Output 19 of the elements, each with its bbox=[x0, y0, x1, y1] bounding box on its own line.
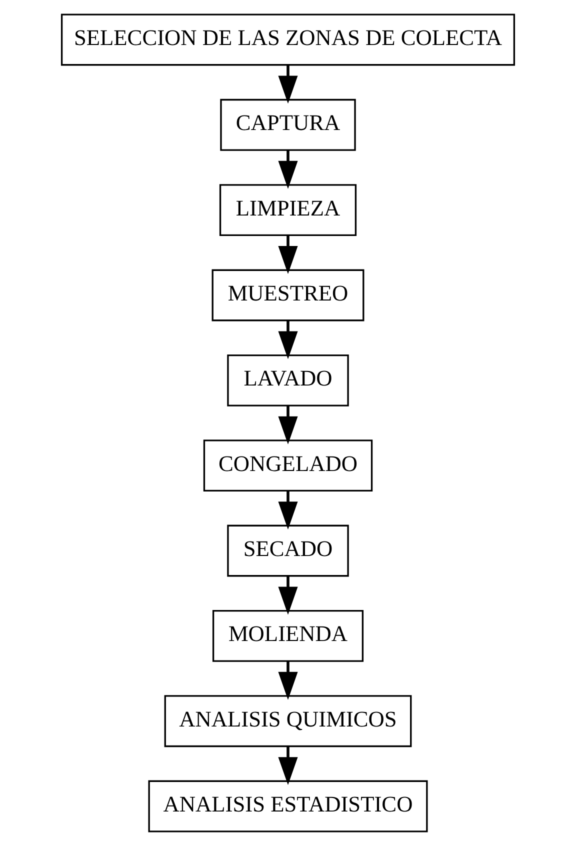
arrow bbox=[278, 150, 298, 188]
node-box: MUESTREO bbox=[212, 268, 364, 321]
node-box: ANALISIS QUIMICOS bbox=[164, 694, 412, 747]
node-box: ANALISIS ESTADISTICO bbox=[148, 780, 428, 832]
node-box: LAVADO bbox=[227, 354, 349, 406]
arrow bbox=[278, 320, 298, 359]
node-box: MOLIENDA bbox=[212, 609, 364, 662]
arrow bbox=[278, 405, 298, 444]
node-box: CONGELADO bbox=[203, 439, 373, 492]
node-box: SELECCION DE LAS ZONAS DE COLECTA bbox=[60, 13, 516, 66]
node-box: CAPTURA bbox=[220, 98, 356, 150]
arrow bbox=[278, 746, 298, 785]
arrow bbox=[278, 490, 298, 530]
arrow bbox=[278, 576, 298, 614]
node-box: LIMPIEZA bbox=[219, 184, 357, 236]
node-box: SECADO bbox=[227, 524, 349, 576]
arrow bbox=[278, 660, 298, 700]
arrow bbox=[278, 64, 298, 104]
arrow bbox=[278, 234, 298, 274]
